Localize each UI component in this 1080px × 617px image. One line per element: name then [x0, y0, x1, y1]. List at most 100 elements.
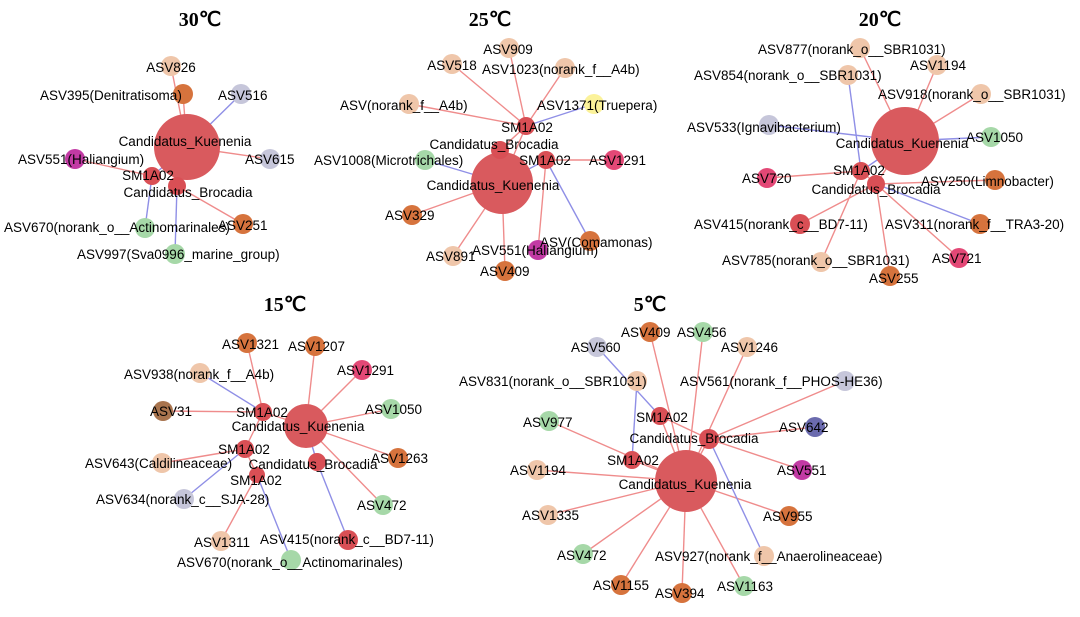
otu-node — [604, 150, 624, 170]
otu-node — [152, 453, 172, 473]
anammox-node — [143, 167, 161, 185]
otu-node — [779, 506, 799, 526]
kuenenia-hub-node — [655, 450, 717, 512]
node-label: ASV(norank_f__A4b) — [340, 98, 468, 113]
node-label: ASV891 — [426, 249, 476, 264]
center-label: Candidatus_Kuenenia — [836, 136, 969, 151]
node-label: ASV1050 — [365, 402, 422, 417]
otu-node — [338, 530, 358, 550]
anammox-node — [491, 141, 509, 159]
anammox-node — [236, 440, 254, 458]
otu-node — [640, 322, 660, 342]
node-label: ASV1371(Truepera) — [537, 98, 657, 113]
node-label: ASV720 — [742, 171, 792, 186]
node-label: ASV927(norank_f__Anaerolineaceae) — [655, 549, 882, 564]
otu-node — [584, 94, 604, 114]
node-label: ASV329 — [385, 208, 435, 223]
node-label: ASV918(norank_o__SBR1031) — [878, 87, 1066, 102]
node-label: ASV551(Haliangium) — [472, 243, 598, 258]
otu-node — [415, 150, 435, 170]
otu-node — [734, 576, 754, 596]
node-label: ASV634(norank_c__SJA-28) — [96, 492, 269, 507]
otu-node — [352, 360, 372, 380]
positive-edge — [408, 103, 527, 127]
otu-node — [970, 214, 990, 234]
kuenenia-hub-node — [871, 107, 939, 175]
otu-node — [880, 266, 900, 286]
otu-node — [539, 411, 559, 431]
node-label: ASV560 — [571, 340, 621, 355]
otu-node — [443, 246, 463, 266]
positive-edge — [875, 179, 996, 185]
node-label: ASV1023(norank_f__A4b) — [482, 62, 640, 77]
node-label: ASV1163 — [717, 579, 773, 594]
positive-edge — [162, 410, 264, 413]
positive-edge — [875, 183, 960, 259]
node-label: ASV251 — [218, 218, 268, 233]
node-label: ASV1207 — [288, 339, 345, 354]
otu-node — [792, 460, 812, 480]
node-label: ASV1291 — [589, 153, 646, 168]
otu-node — [373, 495, 393, 515]
positive-edge — [246, 342, 264, 413]
positive-edge — [525, 67, 566, 127]
otu-node — [231, 84, 251, 104]
otu-node — [737, 337, 757, 357]
otu-node — [237, 333, 257, 353]
negative-edge — [875, 183, 981, 225]
otu-node — [305, 336, 325, 356]
otu-node — [759, 115, 779, 135]
network-panel-1: ASV826ASV395(Denitratisoma)ASV516ASV615A… — [4, 9, 295, 264]
sm1a02-label: SM1A02 — [236, 405, 288, 420]
otu-node — [555, 58, 575, 78]
node-label: ASV642 — [779, 420, 829, 435]
positive-edge — [74, 158, 153, 177]
otu-node — [442, 54, 462, 74]
otu-node — [402, 205, 422, 225]
otu-node — [805, 417, 825, 437]
otu-node — [580, 231, 600, 251]
node-label: ASV551(Haliangium) — [18, 152, 144, 167]
node-label: ASV551 — [777, 463, 827, 478]
otu-node — [528, 240, 548, 260]
otu-node — [190, 363, 210, 383]
node-label: ASV997(Sva0996_marine_group) — [77, 247, 280, 262]
otu-node — [399, 94, 419, 114]
otu-node — [927, 55, 947, 75]
negative-edge — [183, 448, 246, 500]
brocadia-label: Candidatus_Brocadia — [629, 431, 759, 446]
center-label: Candidatus_Kuenenia — [427, 178, 560, 193]
otu-node — [971, 84, 991, 104]
brocadia-label: Candidatus_Brocadia — [429, 137, 559, 152]
node-label: ASV415(norank_c__BD7-11) — [260, 532, 434, 547]
otu-node — [627, 371, 647, 391]
node-label: ASV409 — [480, 264, 530, 279]
anammox-node — [651, 407, 669, 425]
node-label: ASV1194 — [510, 463, 567, 478]
kuenenia-hub-node — [154, 114, 220, 180]
node-label: ASV561(norank_f__PHOS-HE36) — [680, 374, 883, 389]
center-label: Candidatus_Kuenenia — [119, 134, 252, 149]
otu-node — [281, 550, 301, 570]
node-label: ASV955 — [763, 509, 813, 524]
node-label: ASV516 — [218, 88, 268, 103]
node-label: ASV877(norank_o__SBR1031) — [758, 42, 946, 57]
otu-node — [174, 489, 194, 509]
positive-edge — [875, 183, 891, 277]
node-label: ASV854(norank_o__SBR1031) — [694, 68, 882, 83]
node-label: ASV721 — [932, 251, 982, 266]
node-label: ASV1311 — [194, 535, 250, 550]
anammox-node — [168, 177, 186, 195]
sm1a02-label-2: SM1A02 — [607, 453, 659, 468]
kuenenia-hub-node — [471, 152, 533, 214]
positive-edge — [799, 183, 877, 225]
node-label: ASV1321 — [222, 337, 279, 352]
positive-edge — [161, 448, 246, 464]
otu-node — [672, 583, 692, 603]
otu-node — [949, 248, 969, 268]
node-label: ASV250(Limnobacter) — [921, 174, 1054, 189]
otu-node — [153, 401, 173, 421]
